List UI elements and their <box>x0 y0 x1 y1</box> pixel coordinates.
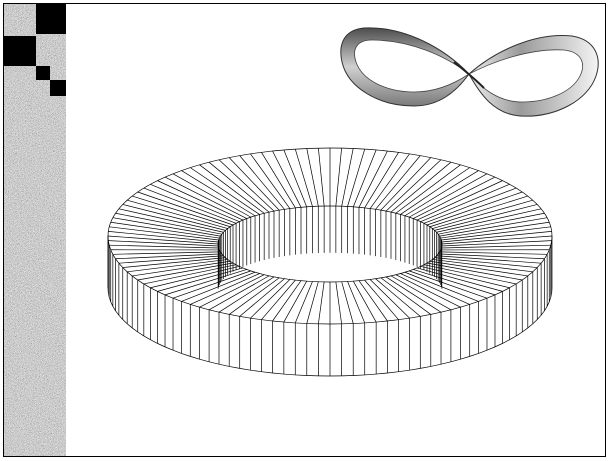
ring-segment-line <box>108 241 218 246</box>
ring-segment-line <box>376 156 421 210</box>
corner-block-2 <box>4 36 36 66</box>
ring-segment-line <box>370 279 409 318</box>
ring-segment-line <box>307 148 319 206</box>
ring-segment-line <box>430 261 528 276</box>
ring-segment-line <box>342 148 354 206</box>
ring-segment-line <box>409 174 487 217</box>
ring-segment-line <box>359 151 387 207</box>
ring-segment-line <box>307 282 319 324</box>
ring-segment-line <box>336 282 342 324</box>
ring-segment-line <box>200 275 265 307</box>
ring-segment-line <box>261 152 295 208</box>
ring-segment-line <box>441 245 550 248</box>
ring-segment-line <box>261 280 295 320</box>
ring-segment-line <box>173 271 251 298</box>
ring-segment-line <box>295 282 312 323</box>
corner-block-1 <box>36 4 66 34</box>
ring-segment-line <box>116 254 222 259</box>
ring-segment-line <box>442 241 552 246</box>
corner-block-4 <box>50 80 66 96</box>
ring-segment-line <box>209 162 269 212</box>
ring-segment-line <box>318 148 324 206</box>
ring-segment-line <box>440 252 548 254</box>
ring-segment-line <box>438 254 544 259</box>
ring-segment-line <box>342 282 354 324</box>
corner-staircase-blocks <box>0 0 66 100</box>
ring-segment-line <box>108 236 218 244</box>
mobius-infinity-band-icon <box>334 18 604 130</box>
ring-segment-line <box>318 282 324 324</box>
ring-segment-line <box>359 281 387 321</box>
ring-segment-line <box>365 152 399 208</box>
ring-segment-line <box>442 236 552 244</box>
ring-segment-line <box>348 149 365 206</box>
ring-segment-line <box>284 150 307 207</box>
ring-segment-line <box>250 279 289 318</box>
corner-block-3 <box>36 66 50 80</box>
ring-segment-line <box>353 150 376 207</box>
ring-segment-line <box>391 162 451 212</box>
ring-segment-line <box>273 281 301 321</box>
ring-segment-line <box>284 281 307 322</box>
ring-segment-line <box>348 282 365 323</box>
ring-segment-line <box>365 280 399 320</box>
ring-segment-line <box>113 252 221 254</box>
ring-segment-line <box>273 151 301 207</box>
ring-segment-line <box>409 271 487 298</box>
ring-segment-line <box>336 148 342 206</box>
ring-segment-line <box>396 275 461 307</box>
ring-segment-line <box>353 281 376 322</box>
wireframe-ring-icon <box>100 138 560 388</box>
ring-segment-line <box>173 174 251 217</box>
ring-segment-line <box>240 156 285 210</box>
ring-segment-line <box>109 245 218 248</box>
ring-segment-line <box>132 261 230 276</box>
ring-segment-line <box>295 149 312 206</box>
